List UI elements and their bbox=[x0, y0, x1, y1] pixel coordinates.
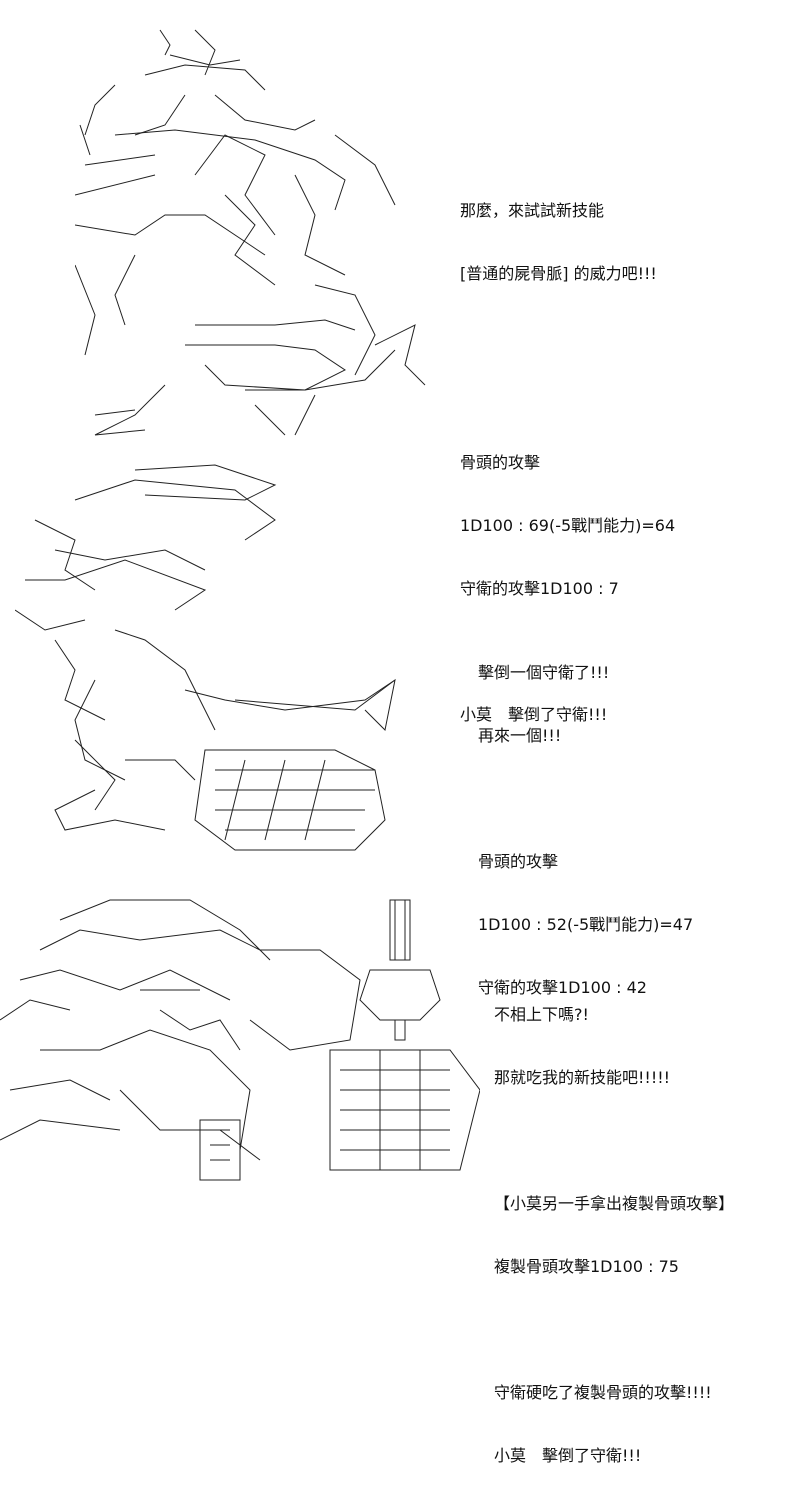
text-line bbox=[460, 389, 675, 410]
text-line: 【小莫另一手拿出複製骨頭攻擊】 bbox=[494, 1194, 735, 1213]
text-line: 守衛硬吃了複製骨頭的攻擊!!!! bbox=[494, 1383, 712, 1402]
text-line: 不相上下嗎?! bbox=[494, 1005, 589, 1024]
panel-1: 那麼，來試試新技能 [普通的屍骨脈] 的威力吧!!! 骨頭的攻擊 1D100 :… bbox=[0, 0, 800, 724]
text-line: 1D100 : 52(-5戰鬥能力)=47 bbox=[478, 915, 694, 934]
ascii-art-character-2 bbox=[15, 460, 435, 870]
panel-2: 擊倒一個守衛了!!! 再來一個!!! 骨頭的攻擊 1D100 : 52(-5戰鬥… bbox=[0, 450, 800, 997]
text-line bbox=[478, 788, 693, 809]
text-line: 複製骨頭攻擊1D100 : 75 bbox=[494, 1257, 679, 1276]
dialogue-text-1: 那麼，來試試新技能 [普通的屍骨脈] 的威力吧!!! 骨頭的攻擊 1D100 :… bbox=[460, 158, 675, 767]
text-line: 那就吃我的新技能吧!!!!! bbox=[494, 1068, 671, 1087]
text-line: 守衛的攻擊1D100 : 7 bbox=[460, 579, 619, 598]
text-line: 擊倒一個守衛了!!! bbox=[478, 663, 610, 682]
text-line: [普通的屍骨脈] 的威力吧!!! bbox=[460, 264, 657, 283]
panel-3: 不相上下嗎?! 那就吃我的新技能吧!!!!! 【小莫另一手拿出複製骨頭攻擊】 複… bbox=[0, 880, 800, 1465]
text-line: 守衛的攻擊1D100 : 42 bbox=[478, 978, 647, 997]
dialogue-text-3: 不相上下嗎?! 那就吃我的新技能吧!!!!! 【小莫另一手拿出複製骨頭攻擊】 複… bbox=[494, 962, 734, 1508]
ascii-art-character-3 bbox=[0, 890, 480, 1190]
ascii-art-character-1 bbox=[75, 25, 445, 445]
text-line: 小莫 擊倒了守衛!!! bbox=[494, 1446, 642, 1465]
text-line: 骨頭的攻擊 bbox=[460, 453, 541, 472]
text-line: 再來一個!!! bbox=[478, 726, 562, 745]
text-line: 那麼，來試試新技能 bbox=[460, 201, 605, 220]
text-line bbox=[460, 326, 675, 347]
text-line: 骨頭的攻擊 bbox=[478, 852, 559, 871]
dialogue-text-2: 擊倒一個守衛了!!! 再來一個!!! 骨頭的攻擊 1D100 : 52(-5戰鬥… bbox=[478, 620, 693, 1040]
text-line: 1D100 : 69(-5戰鬥能力)=64 bbox=[460, 516, 676, 535]
text-line bbox=[494, 1130, 734, 1151]
text-line: 小莫 擊倒了守衛!!! bbox=[460, 705, 608, 724]
text-line bbox=[494, 1319, 734, 1340]
